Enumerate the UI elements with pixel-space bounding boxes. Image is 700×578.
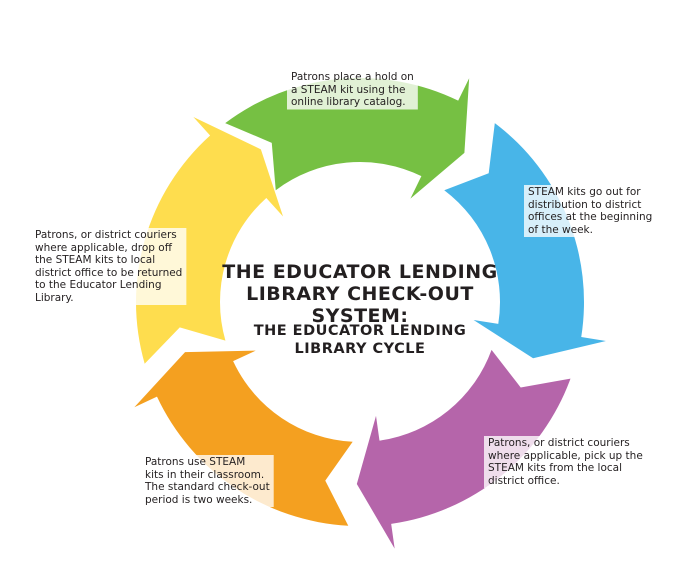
step-hold-box — [287, 70, 418, 110]
step-pickup-box — [484, 436, 647, 488]
diagram-subtitle: THE EDUCATOR LENDING LIBRARY CYCLE — [253, 323, 467, 357]
step-distribution-text: STEAM kits go out for distribution to di… — [528, 186, 653, 236]
step-return-text: Patrons, or district couriers where appl… — [35, 229, 183, 304]
step-classroom-use-box — [141, 455, 274, 507]
arrow-distribution — [444, 123, 606, 359]
step-hold-text: Patrons place a hold on a STEAM kit usin… — [291, 71, 414, 108]
step-return-box — [31, 228, 187, 305]
step-distribution-box — [524, 185, 657, 237]
arrow-pickup — [356, 349, 571, 549]
step-pickup-text: Patrons, or district couriers where appl… — [488, 437, 643, 487]
step-classroom-use-text: Patrons use STEAM kits in their classroo… — [145, 456, 270, 506]
diagram-title: THE EDUCATOR LENDING LIBRARY CHECK-OUT S… — [222, 261, 498, 327]
arrow-classroom-use — [134, 350, 353, 526]
